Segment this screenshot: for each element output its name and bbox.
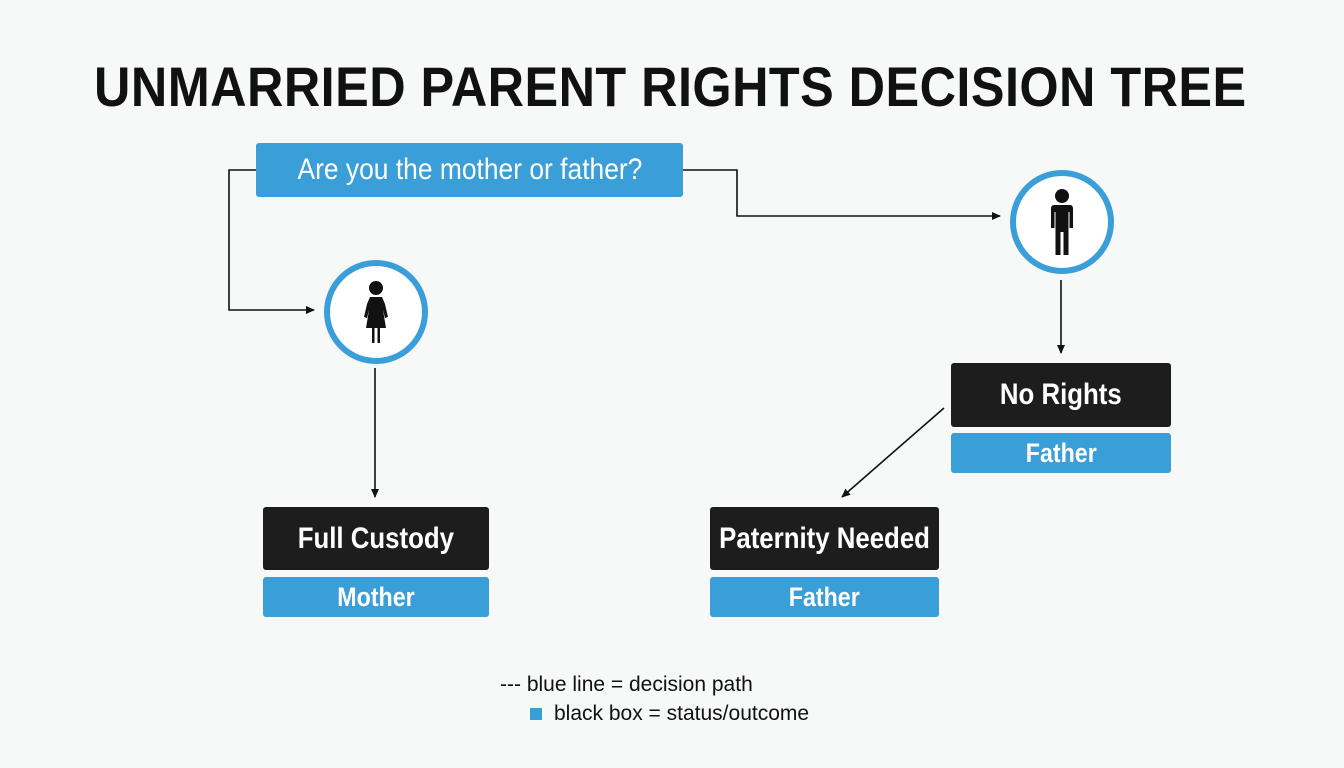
connector-question-to-mother — [228, 169, 315, 314]
no-rights-outcome: No Rights — [951, 363, 1171, 427]
paternity-needed-label: Paternity Needed — [719, 521, 930, 555]
mother-node — [324, 260, 428, 364]
full-custody-outcome: Full Custody — [263, 507, 489, 570]
legend-box-entry: black box = status/outcome — [530, 699, 809, 728]
legend: --- blue line = decision path black box … — [500, 670, 809, 728]
mother-party-tag: Mother — [263, 577, 489, 617]
legend-box-text: black box = status/outcome — [554, 702, 810, 725]
connector-question-to-father — [683, 169, 1001, 220]
paternity-party-tag: Father — [710, 577, 939, 617]
paternity-needed-outcome: Paternity Needed — [710, 507, 939, 570]
no-rights-party-tag: Father — [951, 433, 1171, 473]
legend-line-marker: --- — [500, 673, 521, 696]
female-person-icon — [364, 281, 388, 343]
father-node — [1010, 170, 1114, 274]
legend-line-entry: --- blue line = decision path — [500, 670, 809, 699]
connector-no-rights-to-paternity — [841, 407, 945, 498]
legend-swatch — [530, 707, 542, 720]
question-text: Are you the mother or father? — [297, 153, 642, 186]
no-rights-label: No Rights — [1000, 378, 1122, 411]
male-person-icon — [1051, 189, 1073, 255]
page-title: UNMARRIED PARENT RIGHTS DECISION TREE — [94, 55, 1247, 118]
legend-line-text: blue line = decision path — [526, 673, 753, 696]
full-custody-label: Full Custody — [297, 521, 455, 555]
no-rights-party-label: Father — [1025, 437, 1097, 468]
question-box: Are you the mother or father? — [256, 143, 683, 197]
mother-party-label: Mother — [337, 581, 415, 612]
paternity-party-label: Father — [789, 581, 860, 612]
